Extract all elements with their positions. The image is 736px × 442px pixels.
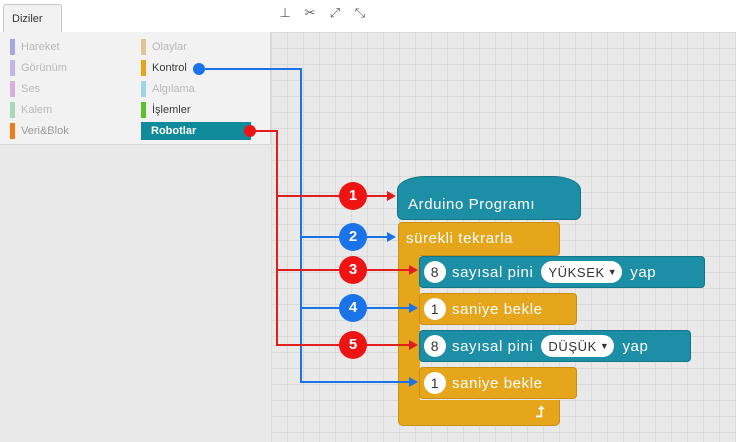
blue-connector-line <box>300 236 340 238</box>
blue-connector-line <box>300 68 302 383</box>
forever-loop-block[interactable] <box>398 222 560 256</box>
arduino-program-hat-block[interactable] <box>397 176 581 220</box>
red-connector-line <box>276 344 340 346</box>
scissors-icon[interactable]: ✂ <box>304 5 316 20</box>
category-color-swatch <box>141 60 146 76</box>
category-color-swatch <box>10 39 15 55</box>
forever-loop-label: sürekli tekrarla <box>406 230 514 247</box>
category-veri-blok[interactable]: Veri&Blok <box>10 122 69 140</box>
palette-blocks-area <box>0 145 271 442</box>
category-hareket[interactable]: Hareket <box>10 38 60 56</box>
forever-loop-bottom <box>398 400 560 426</box>
level-dropdown[interactable]: YÜKSEK ▼ <box>541 261 623 283</box>
red-connector-line <box>366 344 410 346</box>
pin-number-input[interactable]: 8 <box>424 335 446 357</box>
category-kontrol[interactable]: Kontrol <box>141 59 187 77</box>
wait-seconds-block[interactable]: 1 saniye bekle <box>419 367 577 399</box>
block-suffix: yap <box>622 337 649 355</box>
arrow-head-icon <box>409 340 418 350</box>
category-islemler[interactable]: İşlemler <box>141 101 191 119</box>
category-label: Görünüm <box>21 62 67 74</box>
digital-write-high-block[interactable]: 8 sayısal pini YÜKSEK ▼ yap <box>419 256 705 288</box>
wait-seconds-block[interactable]: 1 saniye bekle <box>419 293 577 325</box>
arduino-program-label: Arduino Programı <box>408 196 536 213</box>
pin-number-input[interactable]: 8 <box>424 261 446 283</box>
category-algilama[interactable]: Algılama <box>141 80 195 98</box>
tab-diziler[interactable]: Diziler <box>3 4 62 33</box>
category-label: Veri&Blok <box>21 125 69 137</box>
category-color-swatch <box>10 60 15 76</box>
blue-connector-line <box>300 307 340 309</box>
category-color-swatch <box>10 102 15 118</box>
block-text: sayısal pini <box>452 337 534 355</box>
category-robotlar[interactable]: Robotlar <box>141 122 251 140</box>
blue-connector-line <box>366 307 410 309</box>
category-color-swatch <box>141 39 146 55</box>
block-text: saniye bekle <box>452 374 543 392</box>
category-label: Kalem <box>21 104 53 116</box>
dropdown-value: YÜKSEK <box>548 264 605 280</box>
arrow-head-icon <box>387 191 396 201</box>
step-badge-1: 1 <box>339 182 367 210</box>
red-connector-line <box>276 130 278 346</box>
blue-connector-line <box>366 236 388 238</box>
category-label: Olaylar <box>152 41 187 53</box>
category-label: Ses <box>21 83 40 95</box>
step-badge-2: 2 <box>339 223 367 251</box>
category-olaylar[interactable]: Olaylar <box>141 38 187 56</box>
dropdown-arrow-icon: ▼ <box>607 267 618 277</box>
arrow-head-icon <box>387 232 396 242</box>
category-color-swatch <box>141 81 146 97</box>
blue-connector-line <box>300 381 410 383</box>
category-label: Hareket <box>21 41 60 53</box>
block-text: saniye bekle <box>452 300 543 318</box>
red-connector-line <box>276 269 340 271</box>
digital-write-low-block[interactable]: 8 sayısal pini DÜŞÜK ▼ yap <box>419 330 691 362</box>
red-connector-line <box>250 130 278 132</box>
grow-icon[interactable]: ⤢ <box>329 5 341 20</box>
category-color-swatch <box>141 102 146 118</box>
red-connector-line <box>366 269 410 271</box>
seconds-input[interactable]: 1 <box>424 298 446 320</box>
shrink-icon[interactable]: ⤡ <box>354 5 366 20</box>
level-dropdown[interactable]: DÜŞÜK ▼ <box>541 335 615 357</box>
category-label: Algılama <box>152 83 195 95</box>
top-tab-bar: Diziler ⊥ ✂ ⤢ ⤡ <box>0 0 736 33</box>
block-text: sayısal pini <box>452 263 534 281</box>
arrow-head-icon <box>409 303 418 313</box>
category-ses[interactable]: Ses <box>10 80 40 98</box>
category-label: Robotlar <box>151 125 197 137</box>
dropdown-arrow-icon: ▼ <box>599 341 610 351</box>
block-suffix: yap <box>630 263 657 281</box>
step-badge-3: 3 <box>339 256 367 284</box>
category-kalem[interactable]: Kalem <box>10 101 52 119</box>
category-label: Kontrol <box>152 62 187 74</box>
blue-connector-line <box>199 68 302 70</box>
category-gorunum[interactable]: Görünüm <box>10 59 67 77</box>
red-connector-line <box>276 195 340 197</box>
dropdown-value: DÜŞÜK <box>548 338 597 354</box>
red-connector-line <box>366 195 388 197</box>
arrow-head-icon <box>409 377 418 387</box>
loop-arrow-icon: ⮥ <box>536 404 545 421</box>
category-label: İşlemler <box>152 104 191 116</box>
step-badge-5: 5 <box>339 331 367 359</box>
seconds-input[interactable]: 1 <box>424 372 446 394</box>
arrow-head-icon <box>409 265 418 275</box>
step-badge-4: 4 <box>339 294 367 322</box>
block-palette: Hareket Görünüm Ses Kalem Veri&Blok Olay… <box>0 32 271 145</box>
forever-loop-arm <box>398 254 420 406</box>
category-color-swatch <box>10 81 15 97</box>
category-color-swatch <box>10 123 15 139</box>
stamp-icon[interactable]: ⊥ <box>279 5 291 20</box>
